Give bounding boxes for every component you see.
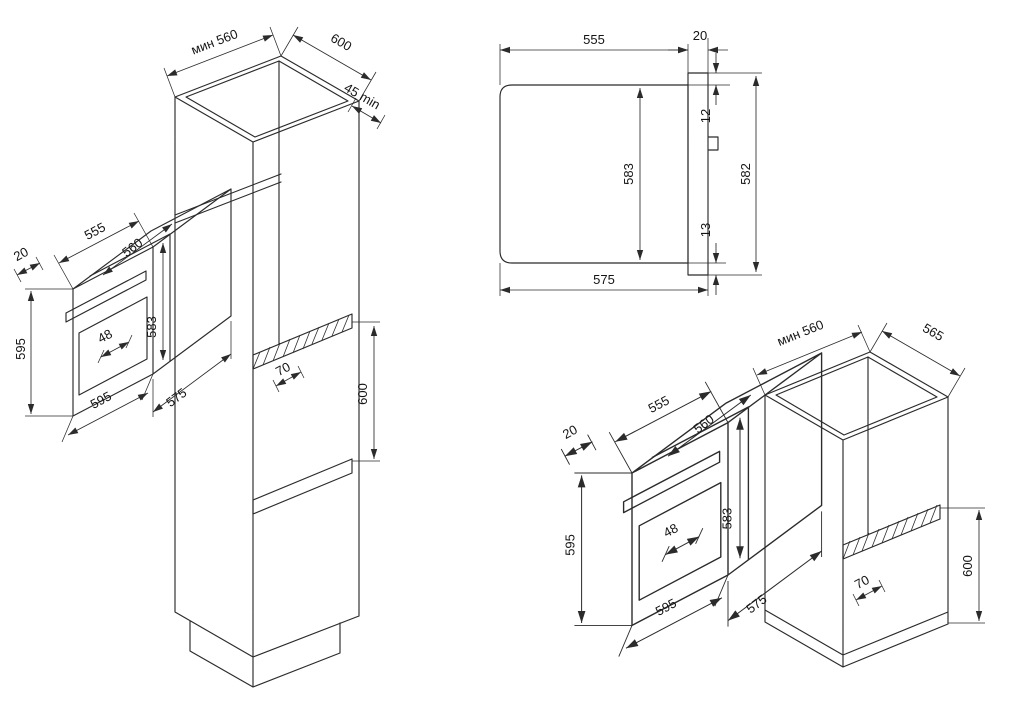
dim-line-worktop-depth <box>881 330 961 377</box>
tall-dim-niche-top-width: 600 <box>328 30 354 54</box>
shelf-hatching <box>252 314 350 370</box>
base-dim-oven-width-top: 555 <box>646 393 672 416</box>
side-dim-door-thickness: 20 <box>693 28 707 43</box>
side-dim-bottom-offset: 13 <box>698 223 713 237</box>
base-dim-oven-depth-bottom: 575 <box>743 591 769 616</box>
base-shelf-hatching <box>842 504 938 560</box>
tall-dim-oven-depth-bottom: 575 <box>163 385 189 410</box>
column-shelves <box>174 173 353 515</box>
side-dim-depth-body: 555 <box>583 32 605 47</box>
dim-line-niche-depth <box>166 34 274 77</box>
dim-line-base-niche-depth <box>756 331 863 376</box>
dim-line-shelf-recess <box>275 371 302 387</box>
dim-line-rear-vent <box>351 105 382 124</box>
side-door-outline <box>687 72 719 276</box>
side-dim-top-offset: 12 <box>698 109 713 123</box>
base-shelf <box>842 504 941 560</box>
tall-dim-oven-height: 595 <box>13 338 28 360</box>
base-cabinet-outline <box>764 351 949 668</box>
tall-dim-handle-depth: 48 <box>95 326 115 346</box>
tall-dim-rear-vent-min: 45 min <box>342 80 383 113</box>
base-dim-oven-height: 595 <box>562 534 577 556</box>
base-dim-shelf-recess: 70 <box>852 572 872 592</box>
dim-line-niche-top-width <box>292 34 372 81</box>
base-dim-door-overhang: 20 <box>560 422 580 442</box>
tall-column-cabinet: мин 560 600 45 min 600 70 <box>163 26 386 688</box>
tall-dim-niche-depth-min: мин 560 <box>189 26 240 57</box>
dim-line-base-shelf-recess <box>855 585 883 601</box>
base-dim-body-height: 583 <box>720 508 735 530</box>
tall-dim-door-overhang: 20 <box>11 244 31 264</box>
base-dim-oven-depth-top: 560 <box>691 411 717 436</box>
base-dim-niche-depth-min: мин 560 <box>775 317 826 349</box>
side-dim-depth-total: 575 <box>593 272 615 287</box>
oven-side-view: 555 20 12 583 582 13 575 <box>499 28 762 296</box>
side-body-outline <box>499 84 689 264</box>
tall-dim-niche-height: 600 <box>355 383 370 405</box>
side-dim-front-height: 582 <box>738 163 753 185</box>
tall-dim-body-height: 583 <box>144 316 159 338</box>
base-extension-lines <box>752 322 985 624</box>
tall-dim-shelf-recess: 70 <box>273 359 293 379</box>
oven-tall-view: 555 20 595 560 48 583 595 575 <box>11 189 231 442</box>
base-cabinet: мин 560 565 600 70 <box>752 317 985 668</box>
base-dim-oven-width-bottom: 595 <box>653 595 679 618</box>
base-dim-niche-height: 600 <box>960 555 975 577</box>
side-dim-body-height: 583 <box>621 163 636 185</box>
column-outline <box>174 55 360 688</box>
base-dim-handle-depth: 48 <box>661 520 681 540</box>
tall-dim-oven-width-bottom: 595 <box>88 388 114 411</box>
base-dim-worktop-depth: 565 <box>920 320 946 344</box>
oven-outline-use <box>14 189 231 442</box>
